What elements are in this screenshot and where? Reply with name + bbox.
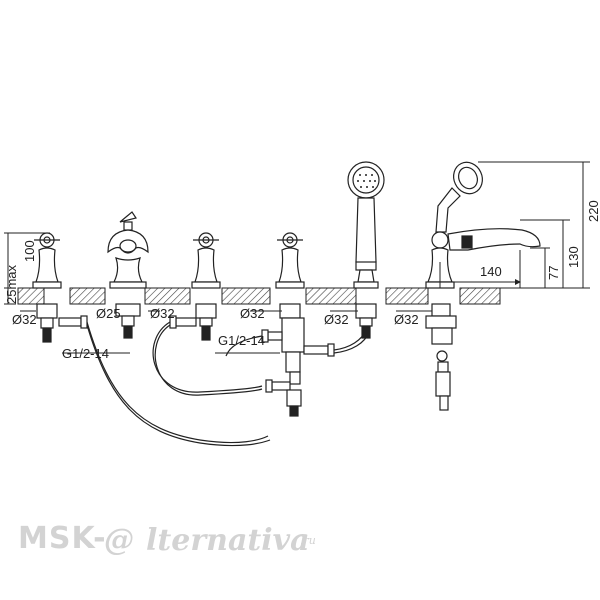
- dim-diameter-valve-right: Ø32: [240, 306, 265, 321]
- hand-shower-standing: [347, 161, 385, 339]
- dim-height-220: 220: [586, 200, 600, 222]
- dim-thread-middle: G1/2-14: [218, 333, 265, 348]
- watermark-at-symbol: @: [104, 523, 134, 558]
- watermark-domain: .ru: [300, 534, 316, 547]
- dim-diameter-hand-shower: Ø32: [324, 312, 349, 327]
- spout-with-hand-shower: [425, 161, 541, 411]
- dim-reach-140: 140: [480, 264, 502, 279]
- left-valve: [32, 232, 88, 343]
- diameter-leaders: [20, 310, 432, 354]
- right-valve: [275, 232, 305, 319]
- middle-valve: [169, 232, 221, 341]
- dim-height-100: 100: [22, 240, 37, 262]
- connecting-hoses: [86, 321, 370, 447]
- bath-spout: [107, 211, 149, 339]
- dimension-lines-left: [4, 232, 50, 305]
- dimension-lines-right: [439, 161, 590, 289]
- dim-diameter-spout-shower: Ø32: [394, 312, 419, 327]
- dim-thread-left: G1/2-14: [62, 346, 109, 361]
- countertop-slab: [17, 287, 501, 305]
- dim-diameter-valve-left: Ø32: [12, 312, 37, 327]
- watermark-script: lternativa: [146, 523, 310, 558]
- dim-mount-25max: 25max: [4, 264, 19, 304]
- watermark-brand: MSK-: [18, 521, 107, 556]
- dim-height-77: 77: [546, 266, 561, 280]
- dim-diameter-valve-middle: Ø32: [150, 306, 175, 321]
- dim-height-130: 130: [566, 246, 581, 268]
- watermark: MSK- @ lternativa .ru: [18, 521, 316, 558]
- diverter-body: [261, 317, 335, 417]
- dim-diameter-spout: Ø25: [96, 306, 121, 321]
